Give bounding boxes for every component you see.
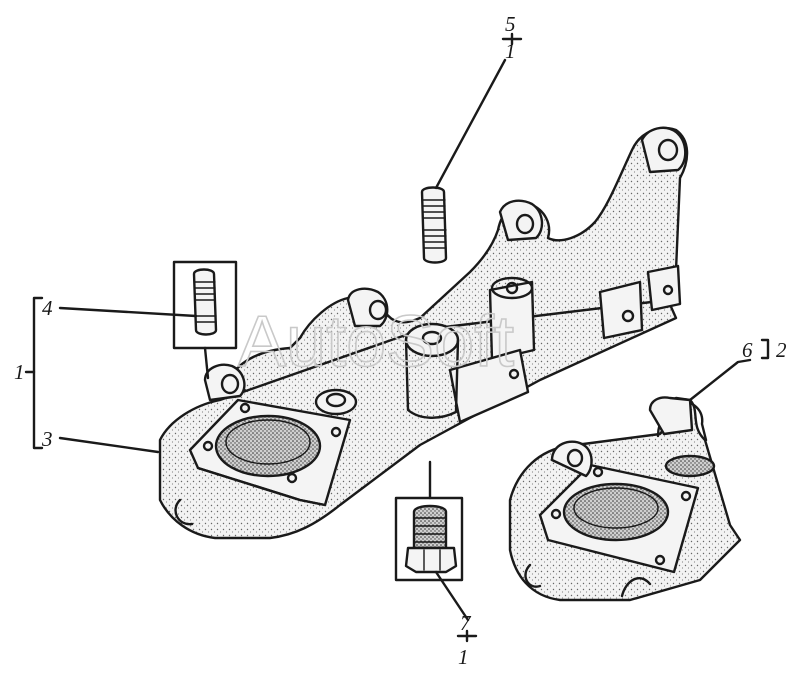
center-boss <box>488 280 536 362</box>
manifold-main <box>158 126 689 540</box>
mount-ears <box>203 126 687 402</box>
stud-part-4 <box>58 260 238 380</box>
callout-3: 3 <box>41 427 53 451</box>
callout-5-sub: 1 <box>505 39 516 63</box>
leaders <box>24 32 770 643</box>
callout-7: 7 <box>460 611 472 635</box>
left-flange-port <box>214 414 322 478</box>
manifold-partial <box>508 396 742 602</box>
fitting-part-7 <box>394 460 470 622</box>
stud-part-5 <box>420 58 507 264</box>
watermark: AutoSoft <box>238 302 514 382</box>
callout-5: 5 <box>505 12 516 36</box>
callout-6: 6 <box>742 338 753 362</box>
callout-1: 1 <box>14 360 25 384</box>
callout-7-sub: 1 <box>458 645 469 669</box>
part-6-stub <box>648 396 694 436</box>
callout-4: 4 <box>42 296 53 320</box>
callout-2: 2 <box>776 338 787 362</box>
